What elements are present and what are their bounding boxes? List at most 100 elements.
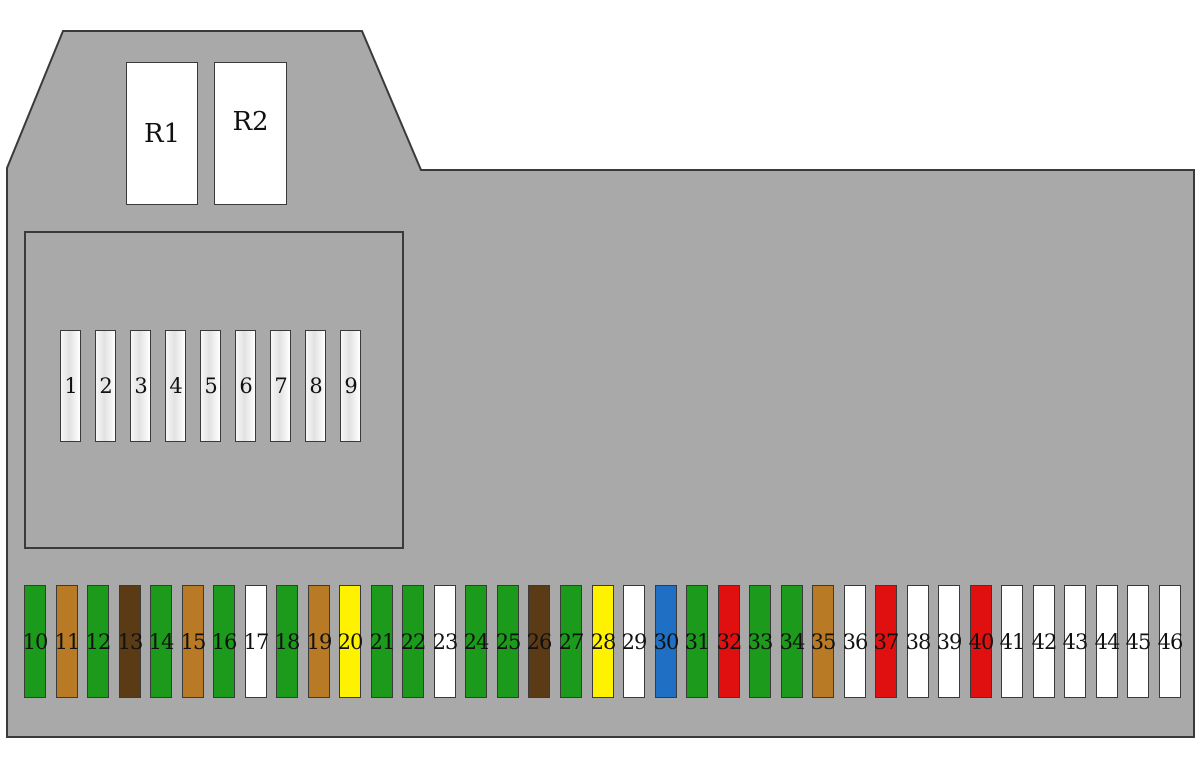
fuse-label: 22	[400, 629, 427, 654]
fuse-31[interactable]: 31	[684, 585, 711, 698]
fuse-label: 30	[653, 629, 680, 654]
fuse-24[interactable]: 24	[463, 585, 490, 698]
fuse-39[interactable]: 39	[936, 585, 963, 698]
fuse-label: 28	[590, 629, 617, 654]
fuse-37[interactable]: 37	[873, 585, 900, 698]
relay-r1-label: R1	[143, 118, 181, 149]
fuse-18[interactable]: 18	[274, 585, 301, 698]
fuse-label: 17	[243, 629, 270, 654]
fuse-label: 20	[337, 629, 364, 654]
fuse-label: 14	[148, 629, 175, 654]
fuse-label: 8	[309, 374, 322, 398]
fuse-label: 10	[22, 629, 49, 654]
fuse-label: 18	[274, 629, 301, 654]
fuse-label: 6	[239, 374, 252, 398]
fuse-panel-frame	[24, 231, 404, 549]
fuse-21[interactable]: 21	[369, 585, 396, 698]
fuse-23[interactable]: 23	[432, 585, 459, 698]
fuse-4[interactable]: 4	[165, 330, 186, 442]
fuse-38[interactable]: 38	[905, 585, 932, 698]
fuse-label: 45	[1125, 629, 1152, 654]
fuse-label: 27	[558, 629, 585, 654]
fuse-15[interactable]: 15	[180, 585, 207, 698]
fuse-label: 31	[684, 629, 711, 654]
fuse-17[interactable]: 17	[243, 585, 270, 698]
fuse-32[interactable]: 32	[716, 585, 743, 698]
relay-r2[interactable]: R2	[214, 62, 287, 205]
fuse-label: 12	[85, 629, 112, 654]
fuse-13[interactable]: 13	[117, 585, 144, 698]
fuse-label: 24	[463, 629, 490, 654]
fuse-label: 23	[432, 629, 459, 654]
fuse-label: 36	[842, 629, 869, 654]
fuse-label: 25	[495, 629, 522, 654]
fuse-6[interactable]: 6	[235, 330, 256, 442]
fuse-35[interactable]: 35	[810, 585, 837, 698]
fuse-label: 5	[204, 374, 217, 398]
fuse-16[interactable]: 16	[211, 585, 238, 698]
fuse-label: 32	[716, 629, 743, 654]
fuse-29[interactable]: 29	[621, 585, 648, 698]
fuse-label: 46	[1157, 629, 1184, 654]
fuse-5[interactable]: 5	[200, 330, 221, 442]
fuse-44[interactable]: 44	[1094, 585, 1121, 698]
fuse-40[interactable]: 40	[968, 585, 995, 698]
fuse-label: 11	[54, 629, 81, 654]
fuse-2[interactable]: 2	[95, 330, 116, 442]
fuse-11[interactable]: 11	[54, 585, 81, 698]
fuse-9[interactable]: 9	[340, 330, 361, 442]
fuse-label: 38	[905, 629, 932, 654]
fuse-label: 39	[936, 629, 963, 654]
fuse-label: 41	[999, 629, 1026, 654]
fuse-45[interactable]: 45	[1125, 585, 1152, 698]
fuse-19[interactable]: 19	[306, 585, 333, 698]
fuse-label: 26	[526, 629, 553, 654]
fuse-label: 1	[64, 374, 77, 398]
fuse-34[interactable]: 34	[779, 585, 806, 698]
fuse-25[interactable]: 25	[495, 585, 522, 698]
fuse-28[interactable]: 28	[590, 585, 617, 698]
fuse-7[interactable]: 7	[270, 330, 291, 442]
fuse-label: 42	[1031, 629, 1058, 654]
fuse-46[interactable]: 46	[1157, 585, 1184, 698]
fuse-label: 33	[747, 629, 774, 654]
fuse-30[interactable]: 30	[653, 585, 680, 698]
fuse-3[interactable]: 3	[130, 330, 151, 442]
fuse-label: 40	[968, 629, 995, 654]
fuse-label: 21	[369, 629, 396, 654]
relay-r2-label: R2	[232, 106, 269, 137]
fuse-label: 19	[306, 629, 333, 654]
fuse-label: 2	[99, 374, 112, 398]
fuse-42[interactable]: 42	[1031, 585, 1058, 698]
fuse-label: 7	[274, 374, 287, 398]
housing-outline	[6, 30, 1195, 738]
fuse-36[interactable]: 36	[842, 585, 869, 698]
fuse-26[interactable]: 26	[526, 585, 553, 698]
fuse-label: 13	[117, 629, 144, 654]
fuse-10[interactable]: 10	[22, 585, 49, 698]
fuse-33[interactable]: 33	[747, 585, 774, 698]
fuse-label: 43	[1062, 629, 1089, 654]
fuse-41[interactable]: 41	[999, 585, 1026, 698]
fuse-1[interactable]: 1	[60, 330, 81, 442]
fuse-label: 37	[873, 629, 900, 654]
fuse-22[interactable]: 22	[400, 585, 427, 698]
fuse-label: 3	[134, 374, 147, 398]
fuse-label: 34	[779, 629, 806, 654]
fuse-43[interactable]: 43	[1062, 585, 1089, 698]
fuse-label: 4	[169, 374, 182, 398]
fuse-label: 44	[1094, 629, 1121, 654]
fuse-label: 9	[344, 374, 357, 398]
fuse-label: 29	[621, 629, 648, 654]
fuse-8[interactable]: 8	[305, 330, 326, 442]
fuse-label: 16	[211, 629, 238, 654]
fuse-12[interactable]: 12	[85, 585, 112, 698]
fuse-label: 35	[810, 629, 837, 654]
fuse-14[interactable]: 14	[148, 585, 175, 698]
fuse-27[interactable]: 27	[558, 585, 585, 698]
fuse-20[interactable]: 20	[337, 585, 364, 698]
fuse-label: 15	[180, 629, 207, 654]
relay-r1[interactable]: R1	[126, 62, 198, 205]
